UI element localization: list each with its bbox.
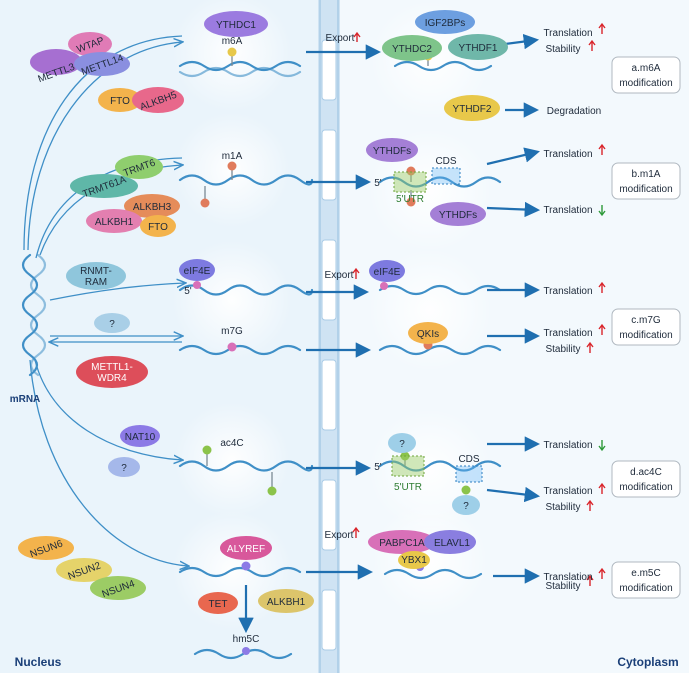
pabpc1a-label: PABPC1A (379, 538, 425, 549)
alkbh3-label: ALKBH3 (133, 202, 172, 213)
rnmt-label-line2: RAM (85, 277, 107, 288)
m6a-box-line1: a.m6A (632, 63, 661, 74)
nat10-label: NAT10 (125, 432, 156, 443)
m7g-box-line2: modification (619, 330, 672, 341)
rnmt-label-line1: RNMT- (80, 266, 112, 277)
m6a-stability-label: Stability (545, 44, 580, 55)
ac4c-translation-up-label: Translation (543, 486, 592, 497)
m1a-box-line2: modification (619, 184, 672, 195)
m5c-stability-label: Stability (545, 581, 580, 592)
qkis-label: QKIs (417, 329, 439, 340)
tet-label: TET (209, 599, 228, 610)
m7g-export-label: Export (325, 270, 354, 281)
ac4c-5prime-label: 5' (374, 462, 382, 473)
m5c-export-label: Export (325, 530, 354, 541)
elavl1-label: ELAVL1 (434, 538, 470, 549)
mettl1-label-line1: METTL1- (91, 362, 133, 373)
ac4c-box-line2: modification (619, 482, 672, 493)
m1a-5prime-label: 5' (374, 178, 382, 189)
ythdf1-label: YTHDF1 (459, 43, 498, 54)
alkbh1-m5c-label: ALKBH1 (267, 597, 306, 608)
m1a-5utr-label: 5'UTR (396, 194, 424, 205)
alkbh1-m1a-label: ALKBH1 (95, 217, 134, 228)
m7g-mark-label: m7G (221, 326, 243, 337)
mrna-label: mRNA (10, 394, 41, 405)
m7g-5prime-label: 5' (184, 286, 192, 297)
m1a-translation-up-label: Translation (543, 149, 592, 160)
eif4e-cyto-label: eIF4E (374, 267, 401, 278)
m6a-mark-label: m6A (222, 36, 243, 47)
ac4c-mark-label: ac4C (220, 438, 243, 449)
m7g-unknown-label: ? (109, 319, 115, 330)
ac4c-unknown-label: ? (121, 463, 127, 474)
ythdc2-label: YTHDC2 (392, 44, 432, 55)
m6a-box-line2: modification (619, 78, 672, 89)
ythdf2-label: YTHDF2 (453, 104, 492, 115)
ybx1-label: YBX1 (401, 555, 427, 566)
ac4c-5utr-label: 5'UTR (394, 482, 422, 493)
nucleus-label: Nucleus (15, 655, 62, 669)
m7g-translation-2-label: Translation (543, 328, 592, 339)
m5c-box-line1: e.m5C (631, 568, 660, 579)
m6a-translation-label: Translation (543, 28, 592, 39)
ac4c-stability-label: Stability (545, 502, 580, 513)
igf2bps-label: IGF2BPs (425, 18, 466, 29)
m7g-box-line1: c.m7G (631, 315, 661, 326)
ac4c-box-line1: d.ac4C (630, 467, 662, 478)
fto-m1a-label: FTO (148, 222, 168, 233)
alyref-label: ALYREF (227, 544, 265, 555)
ythdfs-bottom-label: YTHDFs (439, 210, 477, 221)
eif4e-nuclear-label: eIF4E (184, 266, 211, 277)
m1a-box-line1: b.m1A (632, 169, 661, 180)
ac4c-cds-label: CDS (458, 454, 479, 465)
cytoplasm-label: Cytoplasm (617, 655, 678, 669)
ac4c-reader-top-label: ? (399, 439, 405, 450)
m5c-box-line2: modification (619, 583, 672, 594)
hm5c-mark-label: hm5C (233, 634, 260, 645)
m6a-degradation-label: Degradation (547, 106, 601, 117)
m1a-cds-label: CDS (435, 156, 456, 167)
mettl1-label-line2: WDR4 (97, 373, 127, 384)
m1a-translation-down-label: Translation (543, 205, 592, 216)
m5c-translation-label: Translation (543, 572, 592, 583)
ac4c-translation-down-label: Translation (543, 440, 592, 451)
fto-m6a-label: FTO (110, 96, 130, 107)
m7g-stability-label: Stability (545, 344, 580, 355)
m1a-mark-label: m1A (222, 151, 243, 162)
ythdfs-top-label: YTHDFs (373, 146, 411, 157)
ac4c-reader-bottom-label: ? (463, 501, 469, 512)
m6a-export-label: Export (326, 33, 355, 44)
m7g-translation-label: Translation (543, 286, 592, 297)
ythdc1-label: YTHDC1 (216, 20, 256, 31)
